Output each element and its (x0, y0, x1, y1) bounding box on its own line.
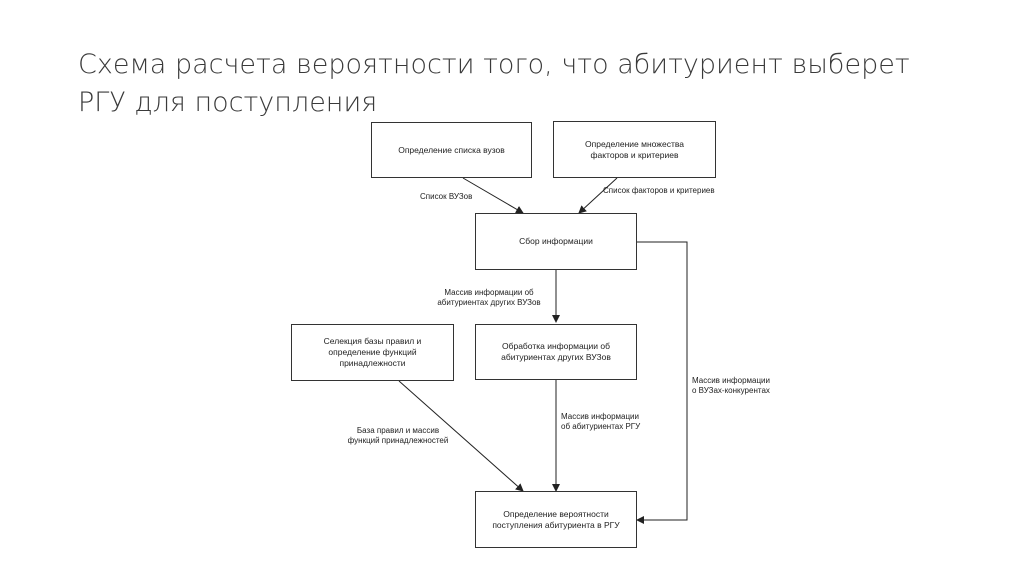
arrow-selection-to-probability (398, 380, 524, 492)
box-factors-label-2: факторов и критериев (590, 149, 679, 160)
box-selection-label-1: Селекция базы правил и (323, 336, 422, 346)
box-univ-list: Определение списка вузов (371, 122, 532, 178)
edge-label-other-univ: Массив информации об абитуриентах других… (430, 288, 548, 308)
box-factors: Определение множества факторов и критери… (553, 121, 716, 178)
edge-label-competitors: Массив информации о ВУЗах-конкурентах (692, 376, 770, 396)
box-selection-label-2: определение функций принадлежности (328, 347, 417, 368)
box-collect-label: Сбор информации (519, 236, 593, 246)
edge-label-rules-1: База правил и массив (356, 426, 440, 435)
title-line-2: РГУ для поступления (78, 87, 378, 118)
edge-label-rgu-1: Массив информации (561, 412, 639, 421)
arrow-factors-to-collect (578, 177, 618, 214)
box-probability-label-2: поступления абитуриента в РГУ (492, 519, 620, 530)
box-probability-label-1: Определение вероятности (503, 508, 609, 519)
edge-label-rgu-2: об абитуриентах РГУ (561, 422, 641, 431)
edge-label-competitors-1: Массив информации (692, 376, 770, 385)
arrow-univ-list-to-collect (462, 177, 524, 214)
box-probability: Определение вероятности поступления абит… (475, 491, 637, 548)
page-title: Схема расчета вероятности того, что абит… (78, 46, 978, 122)
title-line-1: Схема расчета вероятности того, что абит… (78, 49, 910, 80)
box-processing: Обработка информации об абитуриентах дру… (475, 324, 637, 380)
edge-label-other-univ-2: абитуриентах других ВУЗов (437, 298, 541, 307)
box-processing-label-2: абитуриентах других ВУЗов (501, 352, 611, 362)
box-factors-label-1: Определение множества (585, 138, 684, 149)
edge-label-rules: База правил и массив функций принадлежно… (340, 426, 456, 446)
edge-label-competitors-2: о ВУЗах-конкурентах (692, 386, 770, 395)
arrow-collect-to-probability-competitors (636, 241, 688, 524)
edge-label-rules-2: функций принадлежностей (347, 436, 449, 445)
edge-label-other-univ-1: Массив информации об (444, 288, 534, 297)
edge-label-rgu: Массив информации об абитуриентах РГУ (561, 412, 640, 432)
box-selection: Селекция базы правил и определение функц… (291, 324, 454, 381)
box-collect: Сбор информации (475, 213, 637, 270)
box-processing-label-1: Обработка информации об (501, 341, 610, 351)
edge-label-factors-list: Список факторов и критериев (603, 186, 715, 195)
box-univ-list-label: Определение списка вузов (398, 144, 505, 155)
edge-label-univ-list: Список ВУЗов (420, 192, 473, 201)
